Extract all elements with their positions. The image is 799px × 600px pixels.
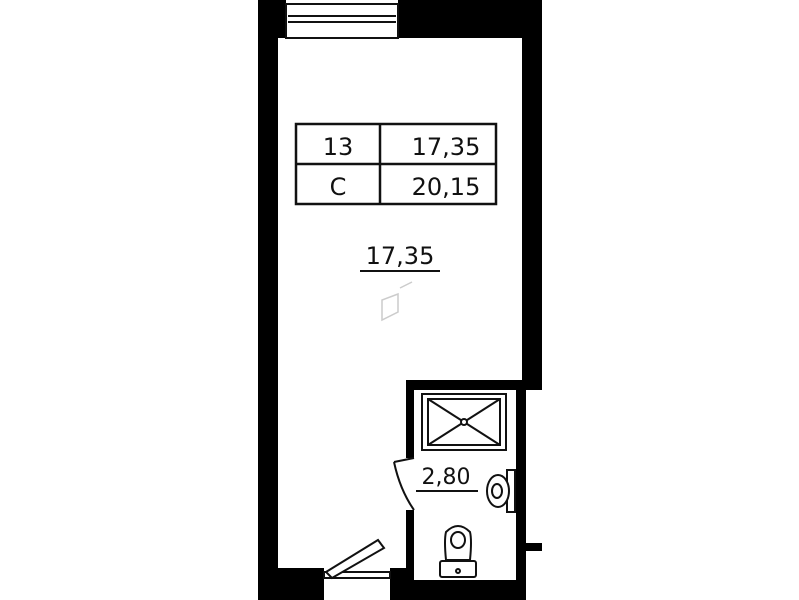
apartment-number: 13 — [323, 133, 354, 161]
shower-tray — [421, 393, 507, 451]
info-table: 13 17,35 C 20,15 — [294, 122, 498, 206]
main-room-area: 17,35 — [366, 242, 435, 270]
bathroom-left-wall-lower — [406, 510, 414, 570]
bathroom-left-wall — [406, 380, 414, 458]
walls — [258, 0, 542, 600]
right-wall-upper — [522, 0, 542, 388]
bottom-wall-right — [406, 580, 526, 600]
right-wall-stub — [516, 543, 542, 551]
bathroom-area: 2,80 — [422, 465, 471, 490]
window — [285, 3, 399, 39]
right-wall-lower — [516, 380, 526, 600]
type-code: C — [330, 173, 347, 201]
bathroom-top-wall — [406, 380, 542, 390]
bathroom-label: 2,80 — [416, 465, 478, 492]
left-wall — [258, 0, 278, 600]
main-room-label: 17,35 — [360, 242, 440, 272]
total-area-value: 20,15 — [412, 173, 481, 201]
top-wall-left-pillar — [258, 0, 286, 38]
faint-mark — [381, 281, 413, 322]
entrance-door — [323, 538, 391, 580]
top-wall-right-block — [398, 0, 542, 38]
toilet — [439, 525, 477, 578]
sink — [486, 469, 516, 513]
bottom-wall-left — [258, 568, 324, 600]
bathroom-door — [393, 457, 415, 511]
living-area-value: 17,35 — [412, 133, 481, 161]
